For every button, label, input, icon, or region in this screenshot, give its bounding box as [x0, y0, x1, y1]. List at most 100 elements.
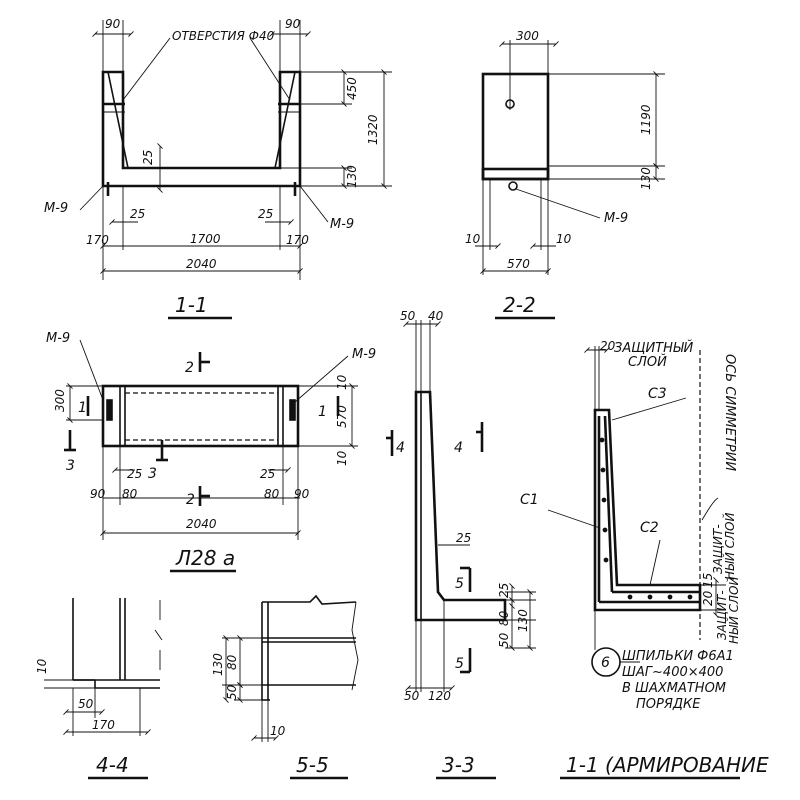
section-3-3-outline [414, 390, 507, 622]
dim-40-top: 40 [428, 309, 444, 323]
section-1-1-outline [101, 70, 302, 188]
leader-c2 [649, 539, 661, 586]
section-2-2-base [481, 167, 550, 181]
cut-3-mid-label: 3 [148, 466, 157, 482]
cut-2-bottom-label: 2 [186, 492, 195, 508]
cover-right-line-2: НЫЙ СЛОЙ [722, 513, 737, 580]
section-1-1-inner-slope-left [107, 71, 129, 169]
bar-c2-label: С2 [640, 520, 659, 536]
dim-25-right: 25 [497, 583, 511, 598]
dim-130: 130 [516, 609, 530, 632]
section-5-5: 130 80 50 10 5-5 [211, 594, 359, 780]
cover-right-line-1: ЗАЩИТ- [711, 524, 725, 574]
section-2-2-title: 2-2 [503, 293, 536, 317]
section-1-1-title: 1-1 [175, 293, 208, 317]
mark-6-label: 6 [601, 655, 610, 671]
section-1-1: 90 90 ОТВЕРСТИЯ Ф40 450 1320 130 25 25 2… [44, 17, 392, 320]
section-3-3: 50 40 25 5 5 25 80 50 130 50 120 3-3 [400, 309, 536, 780]
section-1-1-inner-slope-right [274, 71, 296, 169]
holes-label: ОТВЕРСТИЯ Ф40 [172, 29, 275, 43]
section-3-3-title: 3-3 [442, 753, 475, 777]
plan-title: Л28 а [175, 546, 235, 570]
dim-300: 300 [53, 389, 67, 412]
dim-300: 300 [516, 29, 539, 43]
leader-axis [701, 497, 719, 521]
dim-80: 80 [497, 610, 511, 626]
dim-90-right: 90 [294, 487, 310, 501]
section-4-4-break [154, 600, 163, 670]
note-line-2: ШАГ~400×400 [622, 665, 723, 680]
plan-outline [101, 384, 300, 448]
cover-side-line-2: НЫЙ СЛОЙ [726, 577, 741, 644]
note-line-4: ПОРЯДКЕ [636, 697, 701, 712]
cover-top-line-2: СЛОЙ [628, 354, 667, 370]
cut-3-left-label: 3 [66, 458, 75, 474]
section-2-2: 300 1190 130 10 10 570 М-9 2-2 [465, 29, 665, 320]
plan-m9-right-label: М-9 [352, 347, 376, 362]
leader-holes-right [249, 37, 291, 101]
plan-m9-right [289, 399, 296, 421]
m9-label: М-9 [604, 211, 628, 226]
cover-side-line-1: ЗАЩИТ- [715, 590, 729, 640]
cut-2-top-label: 2 [185, 360, 194, 376]
plan-m9-left-label: М-9 [46, 331, 70, 346]
dim-25-left: 25 [127, 467, 142, 481]
leader-m9-right [294, 355, 349, 403]
dim-80-right: 80 [264, 487, 280, 501]
leader-m9-right [299, 185, 329, 223]
section-5-5-title: 5-5 [296, 753, 329, 777]
leader-m9 [515, 188, 601, 219]
reinforcement-title: 1-1 (АРМИРОВАНИЕ [566, 753, 769, 777]
dim-10-top: 10 [335, 374, 349, 390]
dim-1190: 1190 [639, 104, 653, 135]
dim-50: 50 [78, 697, 94, 711]
leader-c3 [611, 397, 687, 421]
bar-c3-label: С3 [648, 386, 667, 402]
dim-10-right: 10 [556, 232, 572, 246]
cut-1-left-label: 1 [78, 400, 87, 416]
cut-1-right-label: 1 [318, 404, 327, 420]
dim-10-bottom: 10 [335, 450, 349, 466]
section-4-4-title: 4-4 [96, 753, 129, 777]
cut-5-bottom-label: 5 [455, 656, 464, 672]
section-1-1-reinforcement: 20 ЗАЩИТНЫЙ СЛОЙ ОСЬ СИММЕТРИИ С3 С1 С2 … [520, 339, 769, 780]
m9-label-right: М-9 [330, 217, 354, 232]
dim-130: 130 [639, 167, 653, 190]
dim-570: 570 [335, 405, 349, 428]
bar-dots [599, 437, 693, 600]
dim-50-bottom: 50 [404, 689, 420, 703]
dim-25-right: 25 [258, 207, 273, 221]
dim-10-left: 10 [465, 232, 481, 246]
section-5-5-right-break [351, 601, 359, 691]
dim-1700: 1700 [190, 232, 221, 246]
dim-450: 450 [345, 77, 359, 100]
dim-2040: 2040 [186, 257, 217, 271]
dim-1320: 1320 [366, 114, 380, 145]
dim-170-right: 170 [286, 233, 309, 247]
dim-25-vertical: 25 [141, 150, 155, 165]
dim-50: 50 [225, 684, 239, 700]
dim-120: 120 [428, 689, 451, 703]
section-4-4: 10 50 170 4-4 [35, 598, 163, 780]
cut-5-top-label: 5 [455, 576, 464, 592]
axis-of-symmetry-label: ОСЬ СИММЕТРИИ [722, 354, 737, 471]
dim-90-right: 90 [285, 17, 301, 31]
dim-20-side: 20 [701, 590, 715, 606]
plan-view: М-9 М-9 2 2 1 1 3 3 4 4 300 570 10 10 25… [46, 331, 484, 573]
dim-130: 130 [345, 165, 359, 188]
bar-c3-inner [603, 415, 614, 593]
dim-130: 130 [211, 653, 225, 676]
section-2-2-m9-part [508, 181, 518, 191]
dim-50: 50 [497, 632, 511, 648]
m9-label-left: М-9 [44, 201, 68, 216]
leader-m9-left [79, 185, 104, 211]
plan-m9-left [106, 399, 113, 421]
cover-top-line-1: ЗАЩИТНЫЙ [614, 340, 694, 356]
leader-m9-left [79, 339, 104, 401]
dim-2040: 2040 [186, 517, 217, 531]
dim-570: 570 [507, 257, 530, 271]
dim-80: 80 [225, 654, 239, 670]
dim-170: 170 [92, 718, 115, 732]
section-5-5-top-break [262, 594, 357, 605]
dim-10: 10 [270, 724, 286, 738]
